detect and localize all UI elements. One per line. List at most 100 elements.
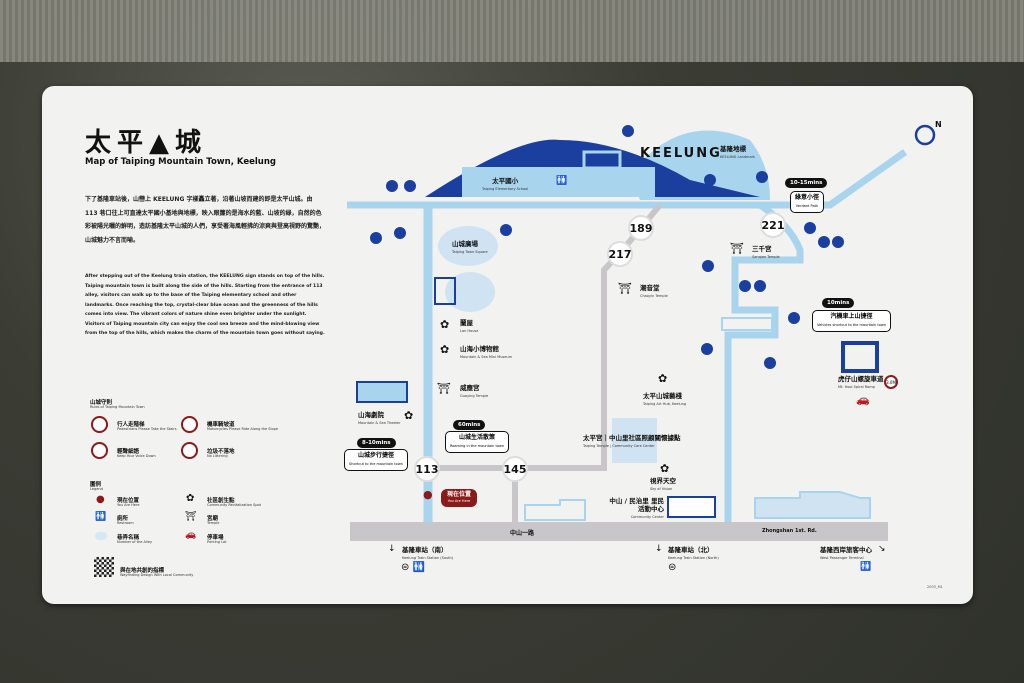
legend-desc: Restroom	[117, 521, 134, 525]
alley-145-marker[interactable]: 145	[502, 456, 528, 482]
station-north-label[interactable]: 基隆車站（北）Keelung Train Station (North)	[668, 546, 719, 562]
legend-desc: Parking Lot	[207, 540, 227, 544]
label-en: Mountain & Sea Theater	[358, 421, 401, 425]
flower-icon: ✿	[440, 343, 450, 356]
label-zh: 潮音堂	[640, 284, 660, 292]
label-zh: 山海小博物館	[460, 345, 499, 353]
legend-title: 圖例	[90, 482, 102, 488]
flower-icon: ✿	[660, 462, 670, 475]
verdant-path-bubble[interactable]: 綠意小徑 Verdant Path	[790, 191, 825, 213]
temple-icon: ⛩	[730, 242, 744, 255]
label-en: Vehicles shortcut to the mountain town	[817, 323, 886, 327]
label-zh: 太平宮｜中山里社區照顧關懷據點	[583, 434, 681, 442]
arrow-down-right-icon: ↘	[878, 544, 886, 554]
legend-subtitle: Legend	[90, 487, 103, 491]
label-en: KEELUNG Landmark	[720, 155, 756, 159]
alley-113-marker[interactable]: 113	[414, 456, 440, 482]
label-en: Mountain & Sea Mini Museum	[460, 355, 513, 359]
houses	[721, 317, 773, 331]
label-en: Guoying Temple	[460, 394, 489, 398]
label-zh: 基隆地標	[720, 145, 746, 153]
sign-code: 2003_M1	[927, 585, 943, 589]
label-zh: 三千宮	[752, 245, 772, 253]
upper-path	[347, 149, 908, 209]
compass-icon	[914, 124, 936, 146]
roaming-time-badge: 60mins	[453, 420, 486, 430]
temple-icon: ⛩	[437, 382, 451, 395]
pin-icon: ●	[96, 494, 105, 505]
alley-number-icon	[95, 532, 107, 540]
rule-label: 行人走階梯	[117, 422, 145, 428]
credit-label: 與在地共創的指標	[120, 568, 165, 574]
rule-label: 垃圾不落地	[207, 449, 235, 455]
square-label[interactable]: 山城廣場 Taiping Town Square	[452, 240, 488, 256]
trees	[370, 125, 844, 369]
rule-desc: Motorcycles Please Ride Along the Slope	[207, 427, 279, 431]
arrow-down-icon: ↓	[655, 544, 663, 554]
community-building	[667, 496, 716, 518]
label-en: Verdant Path	[795, 204, 819, 208]
verdant-time-badge: 10-15mins	[785, 178, 828, 188]
rule-desc: Keep Your Voice Down	[117, 454, 156, 458]
label-en: Sanqian Temple	[752, 255, 780, 259]
rule-label: 機車騎坡道	[207, 422, 235, 428]
keelung-sign-base	[582, 150, 622, 170]
label-en: Community Center	[630, 515, 664, 519]
label-en: Taiping Town Square	[452, 250, 488, 254]
label-zh: 山城生活散策	[459, 434, 496, 441]
intro-zh: 下了基隆車站後，山巒上 KEELUNG 字樣矗立著，沿著山坡而建的即是太平山城。…	[85, 196, 326, 244]
keelung-sign: KEELUNG	[640, 146, 722, 161]
legend-label: 社區創生點	[207, 498, 235, 504]
lan-garden	[445, 272, 495, 312]
museum-label[interactable]: 山海小博物館 Mountain & Sea Mini Museum	[460, 345, 512, 361]
sky-label[interactable]: 視界天空 Sky of Vision	[650, 477, 676, 493]
label-zh: 山城步行捷徑	[357, 452, 394, 459]
road-label-en: Zhongshan 1st. Rd.	[762, 528, 817, 534]
label-zh: 山城廣場	[452, 240, 478, 248]
road-label-zh: 中山一路	[510, 530, 535, 537]
alley-189-marker[interactable]: 189	[628, 215, 654, 241]
label-zh: 太平山城藝棧	[643, 392, 682, 400]
zhongshan-road	[350, 522, 888, 541]
quiet-icon	[91, 442, 108, 459]
station-south-label[interactable]: 基隆車站（南）Keelung Train Station (South)	[402, 546, 453, 562]
vehicles-bubble[interactable]: 汽機車上山捷徑 Vehicles shortcut to the mountain…	[812, 310, 891, 332]
label-zh: 視界天空	[650, 477, 676, 485]
alley-221-marker[interactable]: 221	[760, 212, 786, 238]
rule-desc: Pedestrians Please Take the Stairs	[117, 427, 177, 431]
sanqian-label[interactable]: 三千宮 Sanqian Temple	[752, 245, 780, 261]
no-littering-icon	[181, 442, 198, 459]
label-en: Keelung Train Station (South)	[402, 556, 454, 560]
label-zh: 蘭屋	[460, 319, 473, 327]
label-zh: 基隆西岸旅客中心	[820, 546, 872, 554]
page-title: 太平▲城	[85, 128, 207, 158]
label-en: Taiping Elementary School	[482, 187, 529, 191]
rules-title: 山城守則	[90, 400, 113, 406]
flower-icon: ✿	[404, 409, 414, 422]
temple-icon: ⛩	[618, 282, 632, 295]
label-zh: 綠意小徑	[795, 194, 820, 201]
alley-217-marker[interactable]: 217	[607, 241, 633, 267]
taiping-temple-label[interactable]: 太平宮｜中山里社區照顧關懷據點 Taiping Temple | Communit…	[583, 434, 681, 450]
label-en: Taiping Temple | Community Care Center	[583, 444, 655, 448]
label-zh: 汽機車上山捷徑	[830, 313, 873, 320]
qr-code[interactable]	[94, 557, 114, 577]
label-zh: 太平國小	[492, 177, 519, 185]
label-en: Sky of Vision	[650, 487, 673, 491]
temple-plaza	[612, 418, 657, 463]
legend-label: 巷弄名稱	[117, 535, 140, 541]
restroom-icon: 🚻	[95, 512, 107, 522]
legend-desc: Temple	[207, 521, 220, 525]
